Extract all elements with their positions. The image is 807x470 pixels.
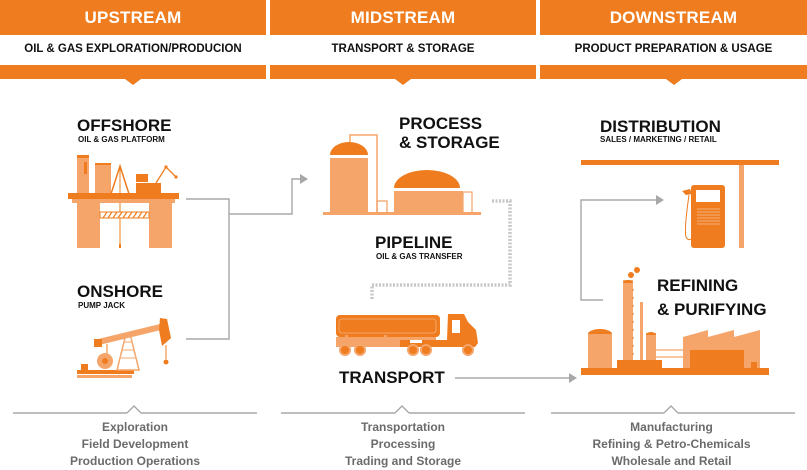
header-bar bbox=[540, 65, 807, 79]
stage-subtitle-onshore: PUMP JACK bbox=[78, 301, 125, 310]
header-notch bbox=[125, 79, 141, 85]
footer-downstream: Manufacturing Refining & Petro-Chemicals… bbox=[536, 419, 807, 470]
footer-divider-caret bbox=[126, 405, 142, 414]
column-title: MIDSTREAM bbox=[270, 0, 536, 35]
header-notch bbox=[665, 79, 682, 85]
column-subtitle: OIL & GAS EXPLORATION/PRODUCION bbox=[24, 43, 242, 55]
arrow-head-icon bbox=[569, 373, 577, 383]
tanker-truck-icon bbox=[336, 314, 478, 356]
stage-title-process-line1: PROCESS bbox=[399, 114, 483, 133]
column-subtitle: PRODUCT PREPARATION & USAGE bbox=[574, 43, 773, 55]
stage-title-distribution: DISTRIBUTION bbox=[600, 117, 721, 136]
stage-title-process-line2: & STORAGE bbox=[399, 133, 500, 152]
connector-lines bbox=[13, 178, 795, 414]
footer-item: Refining & Petro-Chemicals bbox=[592, 437, 751, 451]
stage-title-refining-line2: & PURIFYING bbox=[657, 300, 767, 319]
stage-subtitle-distribution: SALES / MARKETING / RETAIL bbox=[600, 135, 717, 144]
connector-offshore bbox=[186, 198, 230, 340]
arrowheads bbox=[300, 174, 664, 383]
column-header-midstream: MIDSTREAM TRANSPORT & STORAGE bbox=[270, 0, 536, 85]
footer-midstream: Transportation Processing Trading and St… bbox=[268, 419, 538, 470]
footer-item: Transportation bbox=[360, 420, 445, 434]
refinery-icon bbox=[581, 267, 769, 375]
footer-divider-caret bbox=[663, 405, 679, 414]
column-title: DOWNSTREAM bbox=[540, 0, 807, 35]
header-bar bbox=[0, 65, 266, 79]
stage-title-offshore: OFFSHORE bbox=[77, 116, 172, 135]
footer-item: Processing bbox=[370, 437, 436, 451]
connector-refining-to-distribution bbox=[580, 199, 657, 301]
footer-item: Exploration bbox=[101, 420, 168, 434]
fuel-pump-icon bbox=[581, 160, 779, 248]
stage-title-pipeline: PIPELINE bbox=[375, 233, 453, 252]
pipeline-dotted-icon bbox=[370, 199, 512, 300]
stage-subtitle-offshore: OIL & GAS PLATFORM bbox=[78, 135, 165, 144]
storage-tanks-icon bbox=[323, 134, 481, 215]
column-subtitle: TRANSPORT & STORAGE bbox=[331, 43, 475, 55]
arrow-head-icon bbox=[300, 174, 308, 184]
stage-title-onshore: ONSHORE bbox=[77, 282, 163, 301]
column-header-downstream: DOWNSTREAM PRODUCT PREPARATION & USAGE bbox=[540, 0, 807, 85]
footer-item: Manufacturing bbox=[630, 420, 713, 434]
stage-title-transport: TRANSPORT bbox=[339, 368, 445, 387]
footer-item: Wholesale and Retail bbox=[611, 454, 732, 468]
pump-jack-icon bbox=[77, 318, 171, 378]
header-bar bbox=[270, 65, 536, 79]
footer-divider-caret bbox=[394, 405, 410, 414]
connector-upstream-to-process bbox=[229, 178, 300, 215]
column-title: UPSTREAM bbox=[0, 0, 266, 35]
column-header-upstream: UPSTREAM OIL & GAS EXPLORATION/PRODUCION bbox=[0, 0, 266, 85]
offshore-platform-icon bbox=[68, 155, 179, 248]
arrow-head-icon bbox=[656, 195, 664, 205]
footer-upstream: Exploration Field Development Production… bbox=[0, 419, 270, 470]
stage-subtitle-pipeline: OIL & GAS TRANSFER bbox=[376, 252, 463, 261]
footer-item: Production Operations bbox=[69, 454, 200, 468]
footer-item: Field Development bbox=[81, 437, 189, 451]
stage-title-refining-line1: REFINING bbox=[657, 276, 739, 295]
header-notch bbox=[395, 79, 411, 85]
footer-item: Trading and Storage bbox=[344, 454, 461, 468]
